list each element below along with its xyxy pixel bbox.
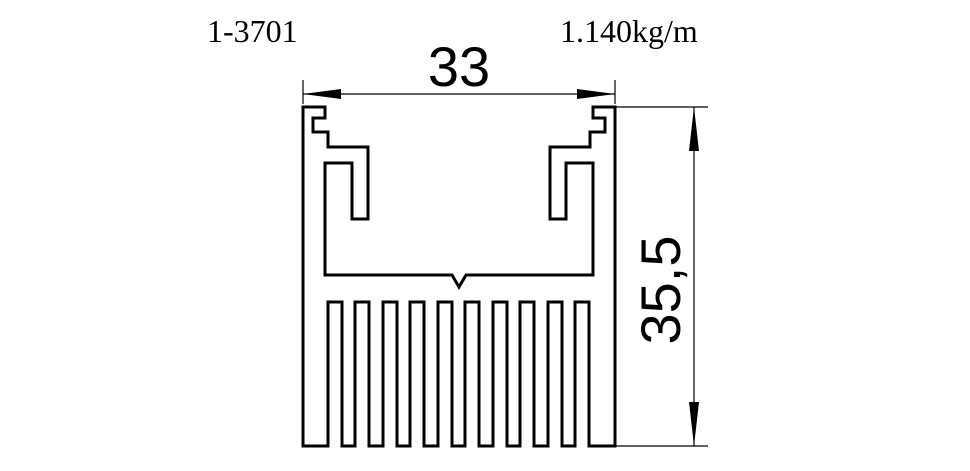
height-dimension: 35,5: [615, 106, 708, 447]
height-arrow-bottom: [689, 402, 699, 446]
height-arrow-top: [689, 107, 699, 151]
width-arrow-right: [577, 89, 615, 99]
profile-outline: [301, 105, 617, 448]
width-dimension-value: 33: [428, 35, 490, 98]
width-arrow-left: [303, 89, 341, 99]
weight-label: 1.140kg/m: [560, 13, 698, 49]
height-dimension-value: 35,5: [629, 236, 692, 345]
width-dimension: 33: [302, 35, 616, 104]
part-number-label: 1-3701: [207, 13, 298, 49]
